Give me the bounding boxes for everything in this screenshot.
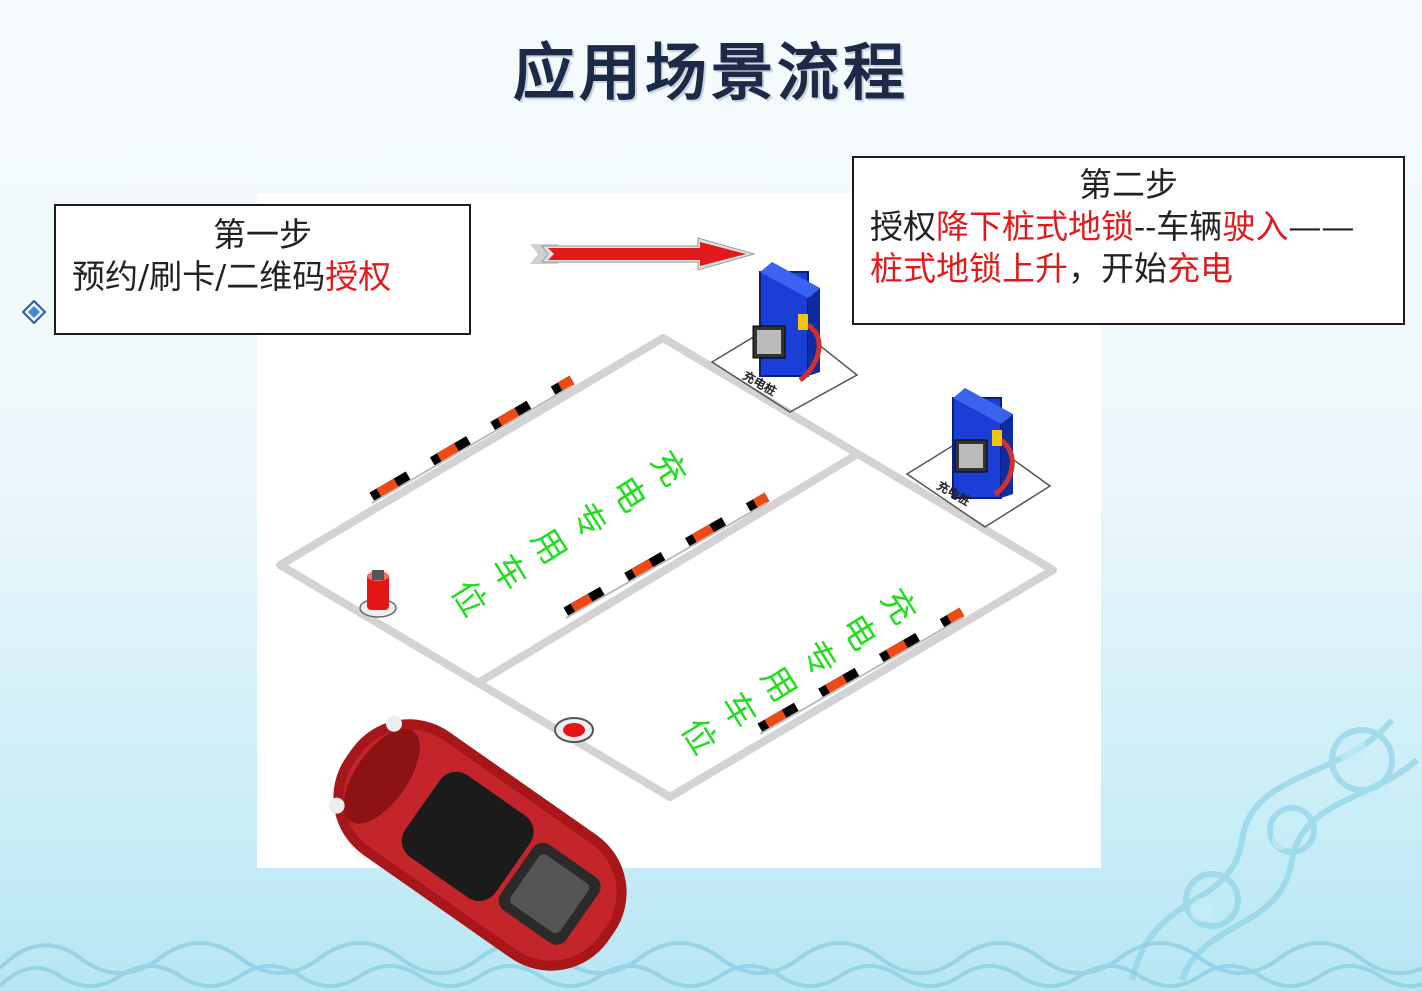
parking-lock-raised [359, 570, 397, 618]
step-2-heading: 第二步 [1079, 165, 1178, 204]
step-2-segment: ，开始 [1068, 249, 1167, 288]
charging-station: 充电桩 [741, 262, 822, 399]
parking-lock-lowered [554, 717, 594, 743]
dragon-decoration [1129, 718, 1419, 982]
spot-label-char: 充 [642, 444, 694, 494]
step-2-segment: --车辆 [1134, 207, 1223, 246]
spot-label-char: 充 [872, 582, 924, 632]
diamond-bullet-icon [22, 300, 46, 324]
step-1-heading: 第一步 [213, 215, 312, 254]
spot-label-char: 电 [832, 608, 884, 658]
spot-label-char: 车 [712, 686, 764, 736]
step-2-segment-highlight: 桩式地锁上升 [870, 249, 1068, 288]
spot-label-char: 用 [752, 660, 804, 710]
slide-title: 应用场景流程 [512, 36, 909, 109]
spot-label-char: 车 [482, 548, 534, 598]
parking-barrier [563, 492, 770, 619]
spot-label-char: 电 [602, 470, 654, 520]
step-2-segment-highlight: 降下桩式地锁 [936, 207, 1134, 246]
step-2-box: 第二步 授权降下桩式地锁--车辆驶入—— 桩式地锁上升，开始充电 [852, 156, 1405, 325]
step-1-text: 预约/刷卡/二维码 [72, 257, 326, 296]
step-2-segment: 授权 [870, 207, 936, 246]
right-arrow-icon [530, 237, 756, 271]
step-2-text: 授权降下桩式地锁--车辆驶入—— 桩式地锁上升，开始充电 [870, 207, 1354, 288]
step-2-segment: —— [1288, 207, 1355, 246]
parking-barrier [369, 375, 575, 504]
wave-decoration [0, 941, 1422, 988]
spot-label-char: 用 [522, 522, 574, 572]
parking-barrier [757, 607, 965, 735]
charging-station: 充电桩 [935, 388, 1015, 509]
step-1-text-highlight: 授权 [325, 257, 392, 296]
spot-label-char: 位 [672, 712, 724, 762]
parking-diagram: 充 电 专 用 车 位 充 电 专 用 车 位 [276, 262, 1057, 801]
red-sports-car [328, 715, 627, 971]
spot-label-char: 专 [792, 634, 844, 684]
step-2-segment-highlight: 充电 [1167, 249, 1233, 288]
step-2-segment-highlight: 驶入 [1222, 207, 1289, 246]
spot-label-char: 专 [562, 496, 614, 546]
spot-label-char: 位 [442, 574, 494, 624]
step-1-box: 第一步 预约/刷卡/二维码授权 [54, 204, 471, 335]
